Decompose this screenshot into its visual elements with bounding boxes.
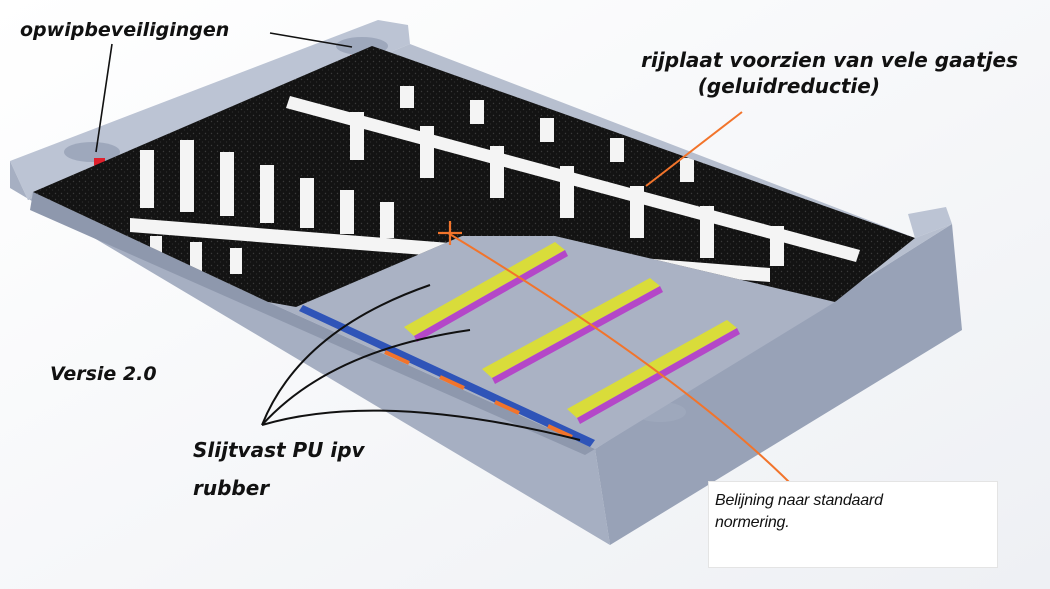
rail-2 — [482, 278, 663, 384]
note-box: Belijning naar standaard normering. — [708, 481, 998, 568]
pu-channel — [299, 305, 595, 447]
crosshair-icon — [438, 221, 462, 245]
label-rijplaat-line2: (geluidreductie) — [697, 74, 880, 98]
label-opwipbeveiligingen: opwipbeveiligingen — [20, 19, 230, 41]
label-slijtvast-line2: rubber — [193, 476, 270, 500]
label-belijning-line1: Belijning naar standaard — [715, 492, 883, 509]
safety-tab-left — [94, 158, 105, 167]
label-rijplaat-line1: rijplaat voorzien van vele gaatjes — [641, 48, 1018, 72]
leader-pu-2 — [261, 329, 471, 426]
leader-pu-1 — [261, 284, 431, 426]
leader-rijplaat — [645, 111, 743, 187]
label-slijtvast: Slijtvast PU ipv rubber — [193, 431, 365, 507]
leader-opwip-right — [269, 32, 353, 48]
label-belijning: Belijning naar standaard normering. — [715, 490, 883, 534]
label-belijning-line2: normering. — [715, 514, 790, 531]
label-versie: Versie 2.0 — [50, 363, 157, 385]
drive-plate — [33, 46, 915, 307]
pu-segments — [384, 350, 573, 439]
leader-belijning — [447, 232, 801, 494]
frame-front-face — [595, 224, 962, 545]
frame-top-right-rim — [908, 207, 952, 238]
leader-pu-3 — [261, 409, 581, 441]
leader-lines — [95, 32, 801, 494]
label-slijtvast-line1: Slijtvast PU ipv — [193, 438, 365, 462]
label-rijplaat: rijplaat voorzien van vele gaatjes (gelu… — [0, 47, 1018, 99]
rail-1 — [404, 242, 568, 342]
frame-inner-edge — [30, 192, 595, 455]
leader-opwip-left — [95, 43, 113, 153]
